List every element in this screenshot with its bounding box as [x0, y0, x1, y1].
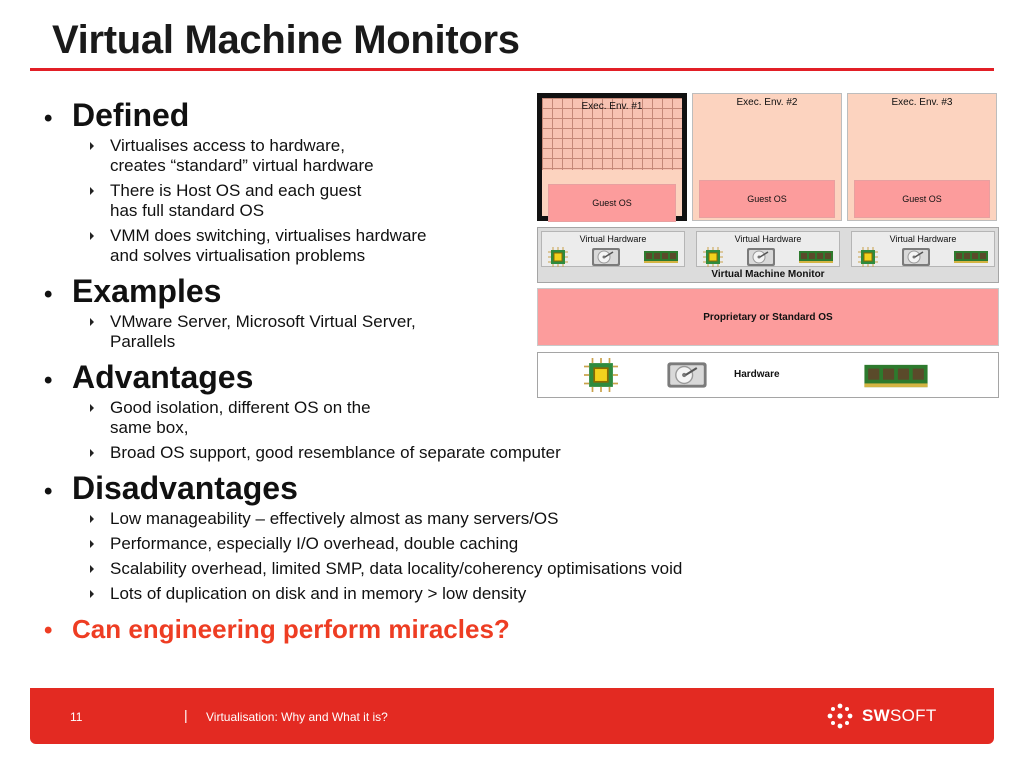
bullet-heading: Advantages: [72, 359, 254, 395]
sub-bullet-item: Good isolation, different OS on the same…: [90, 398, 804, 438]
virtual-hardware-label: Virtual Hardware: [889, 234, 957, 244]
guest-os-box: Guest OS: [548, 184, 676, 222]
sub-bullet-item: There is Host OS and each guest has full…: [90, 181, 804, 221]
exec-env-label: Exec. Env. #2: [736, 97, 798, 108]
sub-bullet-item: VMware Server, Microsoft Virtual Server,…: [90, 312, 804, 352]
bullet-dot: •: [44, 617, 53, 644]
memory-module-icon: [864, 364, 928, 388]
guest-os-box: Guest OS: [854, 180, 990, 218]
swsoft-logo-icon: [827, 703, 853, 729]
bullet-heading: Examples: [72, 273, 222, 309]
sub-bullet-list: Virtualises access to hardware, creates …: [90, 136, 804, 266]
bullet-item: • Defined: [44, 96, 804, 134]
guest-os-box: Guest OS: [699, 180, 835, 218]
sub-bullet-item: Virtualises access to hardware, creates …: [90, 136, 804, 176]
exec-env-1: Exec. Env. #1 Guest OS: [537, 93, 687, 222]
bullet-dot: •: [44, 105, 53, 132]
bullet-item: • Can engineering perform miracles?: [44, 610, 804, 648]
cpu-chip-icon: [548, 247, 568, 267]
virtual-hardware-label: Virtual Hardware: [579, 234, 647, 244]
virtual-hardware-label: Virtual Hardware: [734, 234, 802, 244]
bullet-heading: Defined: [72, 97, 190, 133]
bullet-dot: •: [44, 281, 53, 308]
sub-bullet-item: VMM does switching, virtualises hardware…: [90, 226, 804, 266]
slide-title: Virtual Machine Monitors: [52, 18, 520, 62]
footer-bar: 11 | Virtualisation: Why and What it is?…: [30, 688, 994, 744]
sub-bullet-item: Scalability overhead, limited SMP, data …: [90, 559, 804, 579]
hardware-layer: Hardware: [537, 352, 999, 398]
exec-env-1-grid: [542, 98, 682, 170]
logo-text-bold: SW: [862, 706, 890, 725]
vmm-label: Virtual Machine Monitor: [711, 269, 825, 280]
sub-bullet-list: VMware Server, Microsoft Virtual Server,…: [90, 312, 804, 352]
hard-disk-icon: [592, 248, 620, 266]
hard-disk-icon: [902, 248, 930, 266]
memory-module-icon: [954, 251, 988, 263]
virtual-machine-monitor-layer: Virtual Hardware Virtual Hardware Virtua…: [537, 227, 999, 283]
footer-title: Virtualisation: Why and What it is?: [206, 710, 388, 724]
vmm-diagram: Exec. Env. #1 Guest OS Exec. Env. #2 Gue…: [537, 90, 999, 398]
swsoft-logo: SWSOFT: [826, 702, 937, 730]
logo-text: SOFT: [889, 706, 937, 725]
virtual-hardware-2: Virtual Hardware: [696, 231, 840, 267]
hard-disk-icon: [747, 248, 775, 266]
bullet-item: • Examples: [44, 272, 804, 310]
bullet-dot: •: [44, 478, 53, 505]
bullet-item: • Disadvantages: [44, 469, 804, 507]
cpu-chip-icon: [584, 358, 618, 392]
hardware-label: Hardware: [734, 369, 780, 380]
memory-module-icon: [799, 251, 833, 263]
bullet-heading: Disadvantages: [72, 470, 298, 506]
bullet-heading: Can engineering perform miracles?: [72, 614, 510, 644]
virtual-hardware-1: Virtual Hardware: [541, 231, 685, 267]
sub-bullet-item: Low manageability – effectively almost a…: [90, 509, 804, 529]
host-os-layer: Proprietary or Standard OS: [537, 288, 999, 346]
exec-env-3: Exec. Env. #3 Guest OS: [847, 93, 997, 221]
title-underline: [30, 68, 994, 71]
sub-bullet-item: Broad OS support, good resemblance of se…: [90, 443, 804, 463]
sub-bullet-list: Good isolation, different OS on the same…: [90, 398, 804, 463]
memory-module-icon: [644, 251, 678, 263]
page-number: 11: [70, 710, 83, 724]
sub-bullet-item: Lots of duplication on disk and in memor…: [90, 584, 804, 604]
sub-bullet-list: Low manageability – effectively almost a…: [90, 509, 804, 604]
bullet-item: • Advantages: [44, 358, 804, 396]
bullet-dot: •: [44, 367, 53, 394]
exec-env-label: Exec. Env. #3: [891, 97, 953, 108]
cpu-chip-icon: [858, 247, 878, 267]
virtual-hardware-3: Virtual Hardware: [851, 231, 995, 267]
cpu-chip-icon: [703, 247, 723, 267]
sub-bullet-item: Performance, especially I/O overhead, do…: [90, 534, 804, 554]
exec-env-2: Exec. Env. #2 Guest OS: [692, 93, 842, 221]
footer-separator: |: [184, 707, 188, 723]
hard-disk-icon: [667, 362, 707, 388]
exec-env-label: Exec. Env. #1: [581, 101, 643, 112]
